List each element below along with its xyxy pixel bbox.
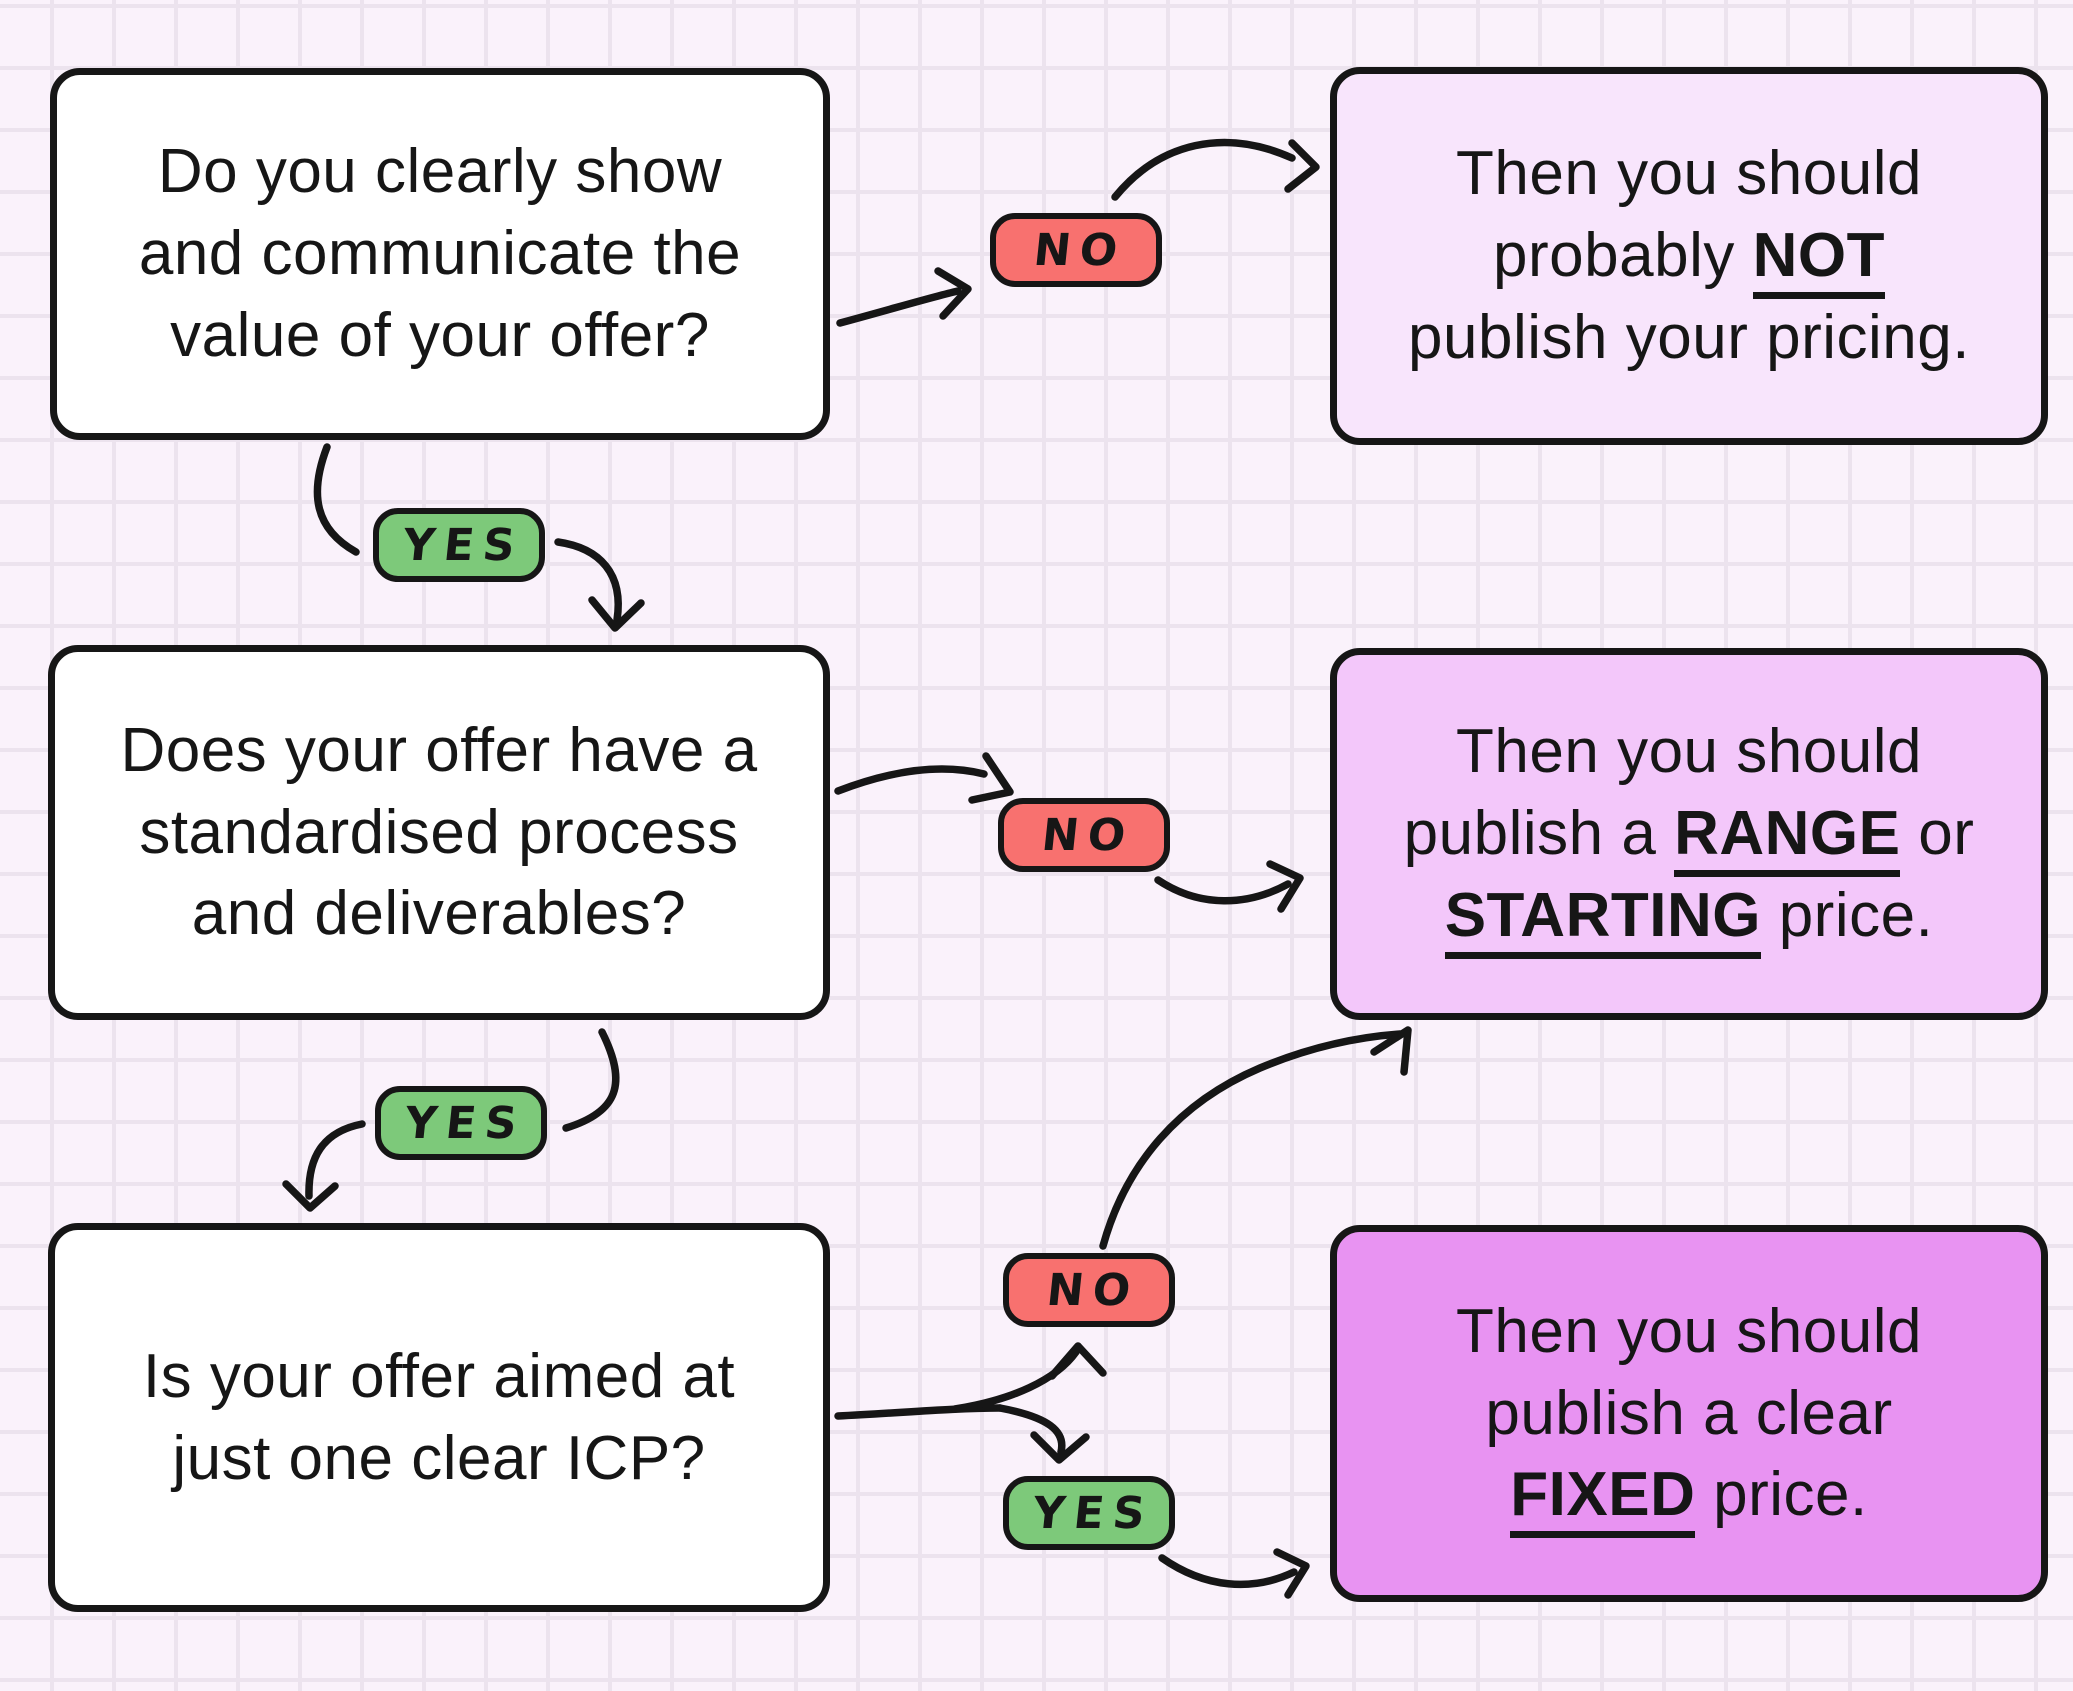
arrow-fork-to-no3 [951, 1342, 1107, 1413]
arrow-yes3-to-fixed-box [1158, 1548, 1310, 1599]
arrow-q2-to-no2 [834, 752, 1014, 804]
arrow-yes2-to-q3 [282, 1120, 366, 1212]
arrow-q3-fork-line [834, 1404, 1004, 1420]
badge-yes-3-label: YES [1030, 1487, 1157, 1539]
badge-no-2-label: NO [1039, 809, 1138, 861]
arrow-q1-to-no1 [836, 267, 972, 327]
arrow-q2-to-yes2 [562, 1028, 620, 1132]
badge-no-1: NO [990, 213, 1162, 287]
arrow-no2-to-range-box [1154, 860, 1304, 913]
badge-yes-1-label: YES [400, 519, 527, 571]
badge-yes-3: YES [1003, 1476, 1175, 1550]
arrow-no3-to-range-box [1099, 1026, 1412, 1250]
badge-no-1-label: NO [1031, 224, 1130, 276]
arrow-q1-to-yes1 [313, 443, 360, 556]
arrow-fork-to-yes3 [996, 1404, 1090, 1464]
badge-yes-2: YES [375, 1086, 547, 1160]
arrow-yes1-to-q2 [554, 538, 645, 632]
badge-no-3-label: NO [1044, 1264, 1143, 1316]
badge-no-2: NO [998, 798, 1170, 872]
badge-yes-1: YES [373, 508, 545, 582]
arrow-no1-to-not-box [1111, 138, 1320, 201]
badge-yes-2-label: YES [402, 1097, 529, 1149]
badge-no-3: NO [1003, 1253, 1175, 1327]
